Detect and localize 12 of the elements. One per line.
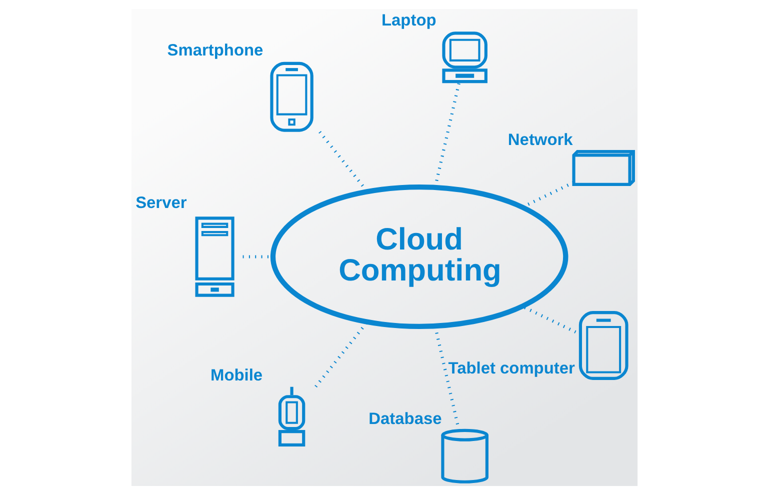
node-label: Server — [135, 194, 186, 212]
node-label: Database — [368, 410, 442, 428]
connector — [521, 304, 576, 333]
node-label: Laptop — [381, 10, 436, 29]
node-picture — [578, 310, 628, 380]
node-ellipse: Cloud Computing — [270, 184, 568, 329]
node-picture — [270, 61, 313, 132]
connector — [318, 130, 368, 192]
node-label: Smartphone — [166, 40, 263, 59]
node-label: Network — [507, 130, 572, 149]
node-label: Tablet computer — [448, 359, 574, 378]
node-label: Mobile — [210, 366, 262, 384]
